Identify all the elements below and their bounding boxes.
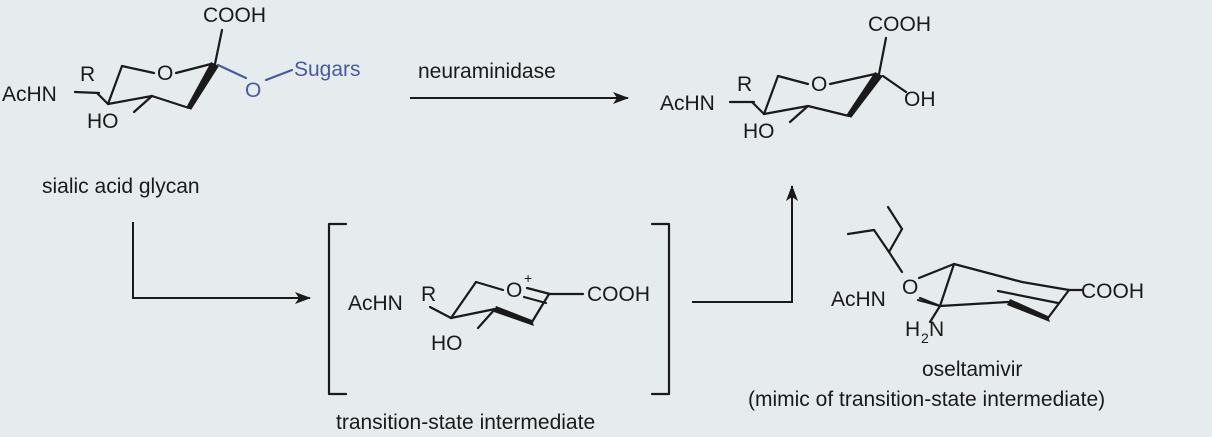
glycosidic-oxygen-label: O (245, 79, 261, 102)
product-wedge-bond (847, 72, 883, 118)
r-label: R (80, 63, 95, 86)
oseltamivir-acnh-label: AcHN (831, 288, 886, 311)
oseltamivir-cooh-label: COOH (1081, 280, 1144, 303)
sialic-acid-caption: sialic acid glycan (42, 175, 200, 198)
oxocarbenium-oxygen-label: O (506, 279, 522, 302)
ether-oxygen-label: O (902, 276, 918, 299)
product-r-label: R (737, 73, 752, 96)
product-acnh-label: AcHN (660, 92, 715, 115)
wedge-bond (187, 62, 219, 110)
amine-h-label: H (905, 318, 920, 341)
transition-state-structure: O + AcHN R HO COOH transition-state inte… (327, 222, 671, 434)
left-bracket (327, 222, 348, 396)
product-ring-oxygen-label: O (811, 73, 827, 96)
ts-ho-label: HO (431, 332, 463, 355)
product-oh-label: OH (904, 88, 936, 111)
positive-charge-label: + (524, 270, 532, 286)
oseltamivir-wedge-bond (1007, 299, 1050, 322)
oseltamivir-note: (mimic of transition-state intermediate) (748, 388, 1105, 411)
to-transition-state-arrow (132, 222, 311, 304)
transition-state-caption: transition-state intermediate (336, 411, 595, 434)
product-cooh-label: COOH (868, 13, 931, 36)
ts-acnh-label: AcHN (348, 292, 403, 315)
product-ho-label: HO (743, 120, 775, 143)
oseltamivir-caption: oseltamivir (922, 358, 1022, 381)
sialic-acid-glycan-structure: COOH O AcHN R HO O Sugars sialic acid gl… (2, 4, 361, 198)
oseltamivir-structure: O AcHN H 2 N COOH oseltamivir (mimic of … (748, 205, 1144, 411)
amine-n-label: N (929, 318, 944, 341)
sialic-acid-product-structure: COOH O AcHN R HO OH (660, 13, 936, 143)
ts-cooh-label: COOH (587, 283, 650, 306)
ho-label: HO (87, 110, 119, 133)
to-product-arrow (692, 185, 798, 303)
sugars-label: Sugars (294, 58, 361, 81)
ts-r-label: R (421, 283, 436, 306)
enzyme-label: neuraminidase (418, 60, 556, 83)
ts-wedge-bond (494, 306, 534, 326)
ring-oxygen-label: O (157, 62, 173, 85)
amine-subscript-label: 2 (921, 330, 929, 346)
right-bracket (650, 222, 671, 396)
cooh-label: COOH (203, 4, 266, 27)
acnh-label: AcHN (2, 83, 57, 106)
